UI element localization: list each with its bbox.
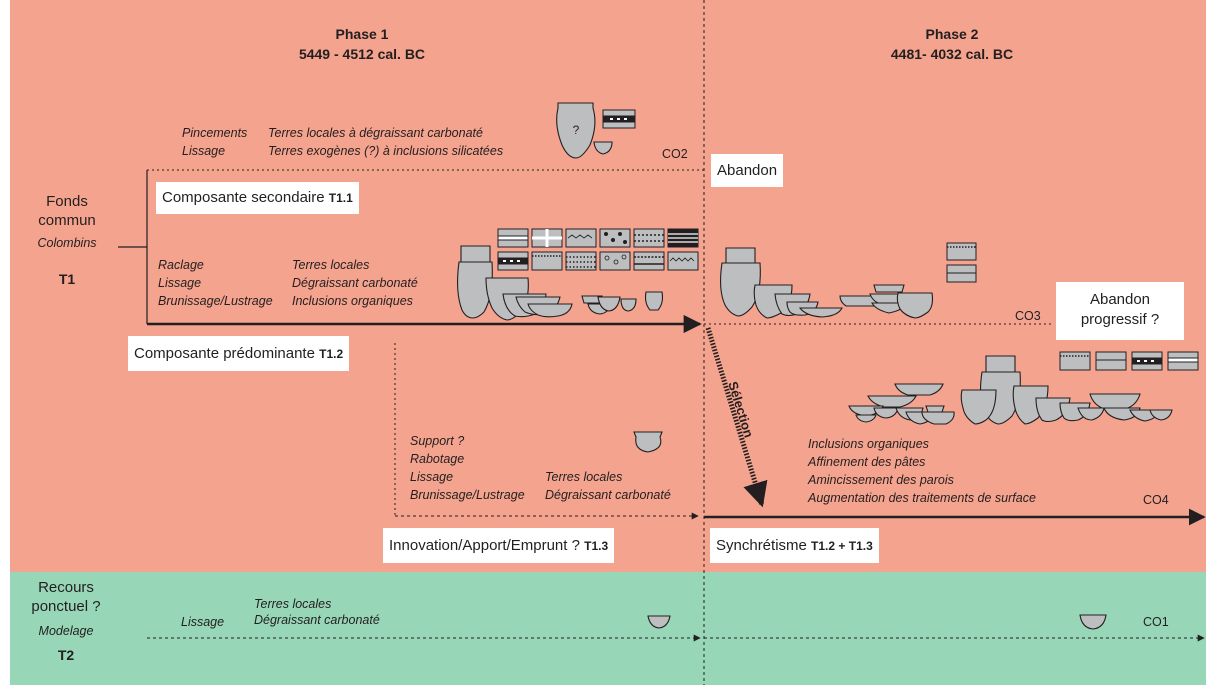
co2-clay-2: Terres exogènes (?) à inclusions silicat… [268,144,504,158]
composante-secondaire-label: Composante secondaire [162,189,325,206]
t13-technique-3: Lissage [410,470,454,484]
abandon-box: Abandon [711,154,784,187]
co2-clay-1: Terres locales à dégraissant carbonaté [268,126,483,140]
t13-clay-1: Terres locales [545,470,623,484]
co4-feature-3: Amincissement des parois [808,473,954,487]
phase2-title: Phase 2 [925,26,979,42]
t2-group-label: Recours ponctuel ? Modelage T2 [18,578,114,664]
co4-feature-1: Inclusions organiques [808,437,929,451]
main-clay-3: Inclusions organiques [292,294,413,308]
t2-label: T2 [57,647,75,663]
t13-clay-2: Dégraissant carbonaté [545,488,671,502]
co1-clay-1: Terres locales [254,597,332,611]
phase-background [10,0,1206,572]
co4-label: CO4 [1143,493,1169,507]
phase1-decor-tiles [497,228,699,271]
composante-secondaire-code: T1.1 [328,191,353,205]
innovation-box: Innovation/Apport/Emprunt ? T1.3 [383,528,615,563]
main-clay-1: Terres locales [292,258,370,272]
composante-predominante-box: Composante prédominante T1.2 [128,336,350,371]
co1-label: CO1 [1143,615,1169,629]
co3-decor-tiles [946,242,977,283]
composante-predominante-code: T1.2 [319,347,344,361]
t2-background [10,572,1206,685]
ponctuel-label: ponctuel ? [31,598,101,615]
main-technique-2: Lissage [158,276,202,290]
co2-technique-1: Pincements [182,126,248,140]
phase1-header: Phase 1 5449 - 4512 cal. BC [262,24,462,64]
abandon-progressif-line-2: progressif ? [1080,311,1160,328]
co3-label: CO3 [1015,309,1041,323]
co4-feature-4: Augmentation des traitements de surface [808,491,1036,505]
syncretisme-box: Synchrétisme T1.2 + T1.3 [710,528,879,563]
co2-question-mark: ? [573,123,580,137]
t1-group-label: Fonds commun Colombins T1 [22,192,112,288]
innovation-code: T1.3 [584,539,609,553]
syncretisme-code: T1.2 + T1.3 [811,539,873,553]
syncretisme-label: Synchrétisme [716,537,807,554]
co1-technique: Lissage [181,615,225,629]
abandon-progressif-box: Abandon progressif ? [1056,282,1184,340]
co2-decor-tile [602,109,636,129]
abandon-progressif-line-1: Abandon [1089,291,1151,308]
phase1-dates: 5449 - 4512 cal. BC [298,46,426,62]
main-technique-1: Raclage [158,258,204,272]
modelage-label: Modelage [38,624,94,638]
commun-label: commun [38,212,96,229]
composante-secondaire-box: Composante secondaire T1.1 [156,182,359,214]
phase2-header: Phase 2 4481- 4032 cal. BC [852,24,1052,64]
t13-technique-1: Support ? [410,434,465,448]
selection-arrow [705,327,768,508]
co4-vessels [848,355,1173,425]
abandon-label: Abandon [717,162,778,179]
co1-vessels [647,614,1107,630]
co2-vessels [556,102,613,159]
t1-label: T1 [58,271,76,287]
co2-technique-2: Lissage [182,144,226,158]
co2-label: CO2 [662,147,688,161]
co4-decor-tiles [1059,351,1199,371]
phase1-title: Phase 1 [335,26,389,42]
innovation-label: Innovation/Apport/Emprunt ? [389,537,580,554]
recours-label: Recours [38,579,94,596]
t13-vessel [633,431,663,453]
main-technique-3: Brunissage/Lustrage [158,294,273,308]
t13-technique-4: Brunissage/Lustrage [410,488,525,502]
phase2-dates: 4481- 4032 cal. BC [890,46,1014,62]
phase1-vessels [456,245,664,321]
composante-predominante-label: Composante prédominante [134,345,315,362]
main-clay-2: Dégraissant carbonaté [292,276,418,290]
co3-vessels [719,247,934,319]
colombins-label: Colombins [37,236,97,250]
co1-clay-2: Dégraissant carbonaté [254,613,380,627]
fonds-label: Fonds [46,193,88,210]
co4-feature-2: Affinement des pâtes [808,455,926,469]
t13-technique-2: Rabotage [410,452,465,466]
